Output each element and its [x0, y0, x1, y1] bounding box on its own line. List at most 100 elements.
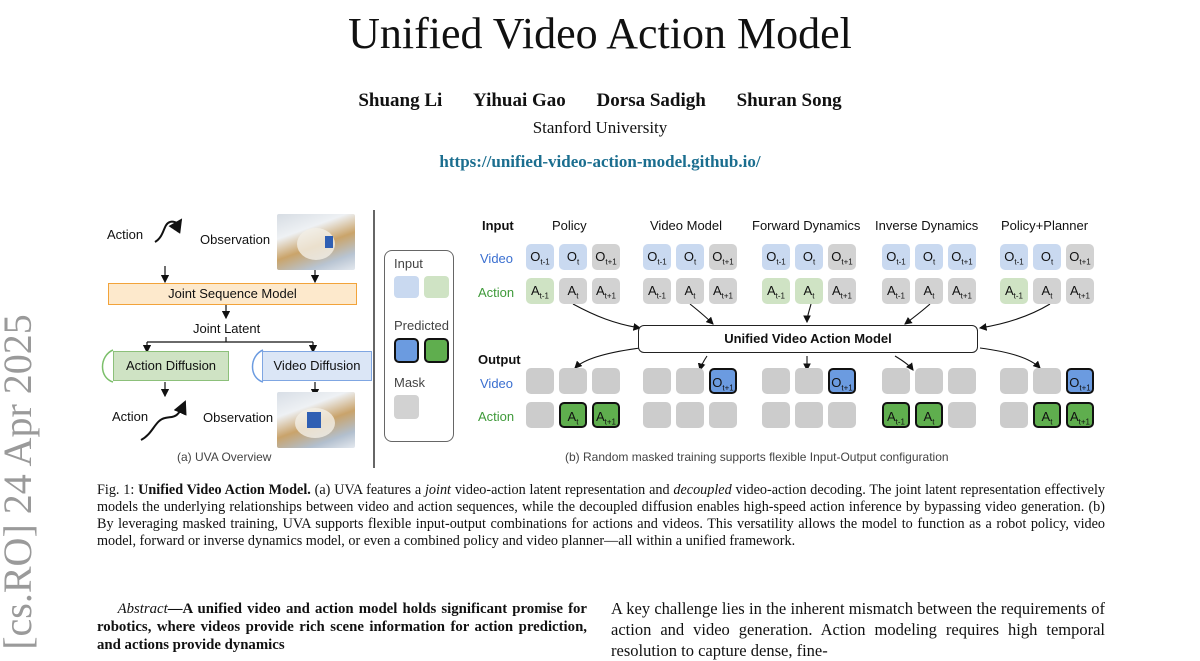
column-policy-planner: Policy+Planner — [1001, 218, 1089, 233]
masked-token — [948, 368, 976, 394]
video-token: Ot+1 — [828, 244, 856, 270]
action-token: At+1 — [1066, 278, 1094, 304]
action-token: At+1 — [1066, 402, 1094, 428]
masked-token — [709, 402, 737, 428]
masked-token — [526, 402, 554, 428]
abstract: Abstract—A unified video and action mode… — [97, 600, 587, 654]
figure-caption: Fig. 1: Unified Video Action Model. (a) … — [97, 482, 1105, 550]
legend-predicted-green — [424, 338, 449, 363]
action-token: At+1 — [592, 402, 620, 428]
masked-token — [676, 402, 704, 428]
video-token: Ot+1 — [1066, 368, 1094, 394]
column-forward-dynamics: Forward Dynamics — [752, 218, 861, 233]
input-video-label: Video — [480, 251, 514, 266]
observation-image-bottom — [277, 392, 355, 448]
masked-token — [592, 368, 620, 394]
masked-token — [948, 402, 976, 428]
subfigure-a-caption: (a) UVA Overview — [177, 450, 272, 464]
author-name: Shuang Li — [358, 90, 443, 111]
observation-input-label: Observation — [200, 232, 271, 247]
paper-title: Unified Video Action Model — [348, 9, 852, 58]
caption-prefix: Fig. 1: — [97, 482, 139, 498]
action-token: At+1 — [948, 278, 976, 304]
video-token: Ot-1 — [643, 244, 671, 270]
caption-emphasis: joint — [424, 482, 451, 498]
masked-token — [643, 402, 671, 428]
masked-token — [795, 368, 823, 394]
action-input-label: Action — [107, 227, 144, 242]
caption-title: Unified Video Action Model. — [138, 482, 311, 498]
masked-token — [915, 368, 943, 394]
video-token: Ot — [795, 244, 823, 270]
masked-token — [643, 368, 671, 394]
action-token: At-1 — [526, 278, 554, 304]
author-name: Dorsa Sadigh — [596, 90, 706, 111]
unified-model-box: Unified Video Action Model — [638, 325, 978, 353]
video-token: Ot — [915, 244, 943, 270]
masked-token — [559, 368, 587, 394]
action-token: At+1 — [592, 278, 620, 304]
masked-token — [762, 402, 790, 428]
action-token: At — [676, 278, 704, 304]
action-token: At — [1033, 402, 1061, 428]
video-token: Ot — [676, 244, 704, 270]
video-token: Ot+1 — [1066, 244, 1094, 270]
action-token: At-1 — [1000, 278, 1028, 304]
masked-token — [1000, 402, 1028, 428]
legend-predicted-label: Predicted — [394, 318, 449, 333]
observation-image-top — [277, 214, 355, 270]
column-policy: Policy — [552, 218, 587, 233]
video-token: Ot-1 — [762, 244, 790, 270]
video-token: Ot+1 — [592, 244, 620, 270]
video-token: Ot+1 — [948, 244, 976, 270]
abstract-label: Abstract — [117, 601, 168, 617]
author-name: Yihuai Gao — [473, 90, 566, 111]
video-token: Ot — [559, 244, 587, 270]
output-action-label: Action — [478, 409, 515, 424]
caption-text: video-action latent representation and — [451, 482, 674, 498]
author-list: Shuang Li Yihuai Gao Dorsa Sadigh Shuran… — [0, 90, 1200, 112]
masked-token — [526, 368, 554, 394]
caption-text: video-action decoding. The joint latent … — [97, 482, 1105, 549]
project-link[interactable]: https://unified-video-action-model.githu… — [439, 152, 761, 171]
abstract-text: —A unified video and action model holds … — [97, 601, 587, 653]
action-token: At — [559, 278, 587, 304]
action-diffusion-box: Action Diffusion — [113, 351, 229, 381]
video-token: Ot+1 — [828, 368, 856, 394]
action-token: At — [559, 402, 587, 428]
legend-input-green — [424, 276, 449, 298]
video-token: Ot+1 — [709, 244, 737, 270]
arxiv-stamp: [cs.RO] 24 Apr 2025 — [0, 314, 40, 650]
video-token: Ot+1 — [709, 368, 737, 394]
legend-panel: Input Predicted Mask — [384, 250, 454, 442]
video-diffusion-box: Video Diffusion — [262, 351, 372, 381]
action-token: At — [915, 402, 943, 428]
video-token: Ot-1 — [882, 244, 910, 270]
action-token: At+1 — [828, 278, 856, 304]
masked-token — [828, 402, 856, 428]
action-token: At — [1033, 278, 1061, 304]
figure-connectors — [101, 210, 1051, 468]
observation-output-label: Observation — [203, 410, 274, 425]
affiliation: Stanford University — [532, 118, 668, 137]
input-row-label: Input — [482, 218, 514, 233]
legend-mask-label: Mask — [394, 375, 426, 390]
masked-token — [676, 368, 704, 394]
action-token: At — [795, 278, 823, 304]
action-trajectory-icon — [154, 218, 183, 243]
joint-sequence-model-box: Joint Sequence Model — [108, 283, 357, 305]
masked-token — [1033, 368, 1061, 394]
action-token: At-1 — [882, 278, 910, 304]
body-column-right: A key challenge lies in the inherent mis… — [611, 599, 1105, 660]
output-video-label: Video — [480, 376, 514, 391]
video-token: Ot-1 — [1000, 244, 1028, 270]
masked-token — [882, 368, 910, 394]
legend-predicted-blue — [394, 338, 419, 363]
action-token: At — [915, 278, 943, 304]
caption-emphasis: decoupled — [673, 482, 732, 498]
author-name: Shuran Song — [736, 90, 842, 111]
legend-mask-gray — [394, 395, 419, 419]
masked-token — [795, 402, 823, 428]
subfigure-b-caption: (b) Random masked training supports flex… — [565, 450, 949, 464]
masked-token — [762, 368, 790, 394]
